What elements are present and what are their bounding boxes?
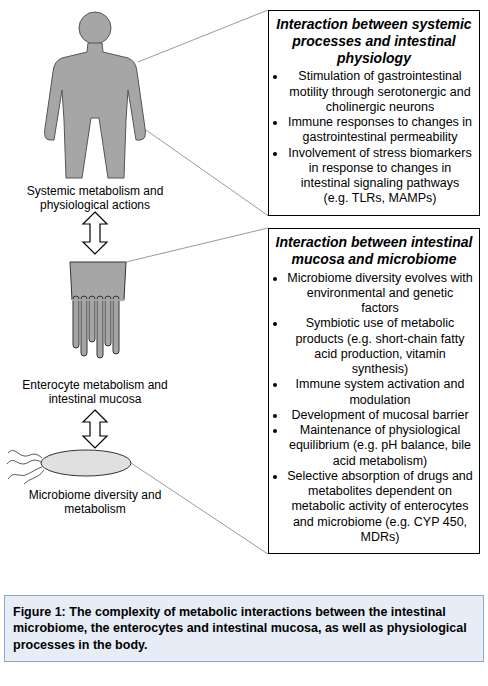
bullet-item: Immune responses to changes in gastroint… (287, 115, 473, 146)
double-arrow (83, 410, 107, 448)
intestine-illustration (70, 262, 126, 358)
bullet-item: Development of mucosal barrier (287, 408, 473, 423)
leader-line (138, 10, 268, 62)
bullet-item: Stimulation of gastrointestinal motility… (287, 69, 473, 115)
double-arrow (83, 212, 107, 254)
bullet-item: Immune system activation and modulation (287, 377, 473, 408)
text-box: Interaction between intestinal mucosa an… (268, 228, 480, 554)
leader-line (146, 130, 268, 216)
bullet-item: Maintenance of physiological equilibrium… (287, 423, 473, 469)
bullet-item: Selective absorption of drugs and metabo… (287, 469, 473, 545)
box-heading: Interaction between intestinal mucosa an… (275, 234, 473, 268)
part-label: Enterocyte metabolism and intestinal muc… (15, 378, 175, 407)
figure-caption: Figure 1: The complexity of metabolic in… (4, 595, 484, 662)
bullet-item: Involvement of stress biomarkers in resp… (287, 146, 473, 207)
leader-line (126, 228, 268, 262)
leader-line (131, 463, 268, 554)
box-heading: Interaction between systemic processes a… (275, 16, 473, 66)
bullet-item: Microbiome diversity evolves with enviro… (287, 271, 473, 317)
part-label: Microbiome diversity and metabolism (15, 488, 175, 517)
human-figure (45, 12, 146, 178)
bullet-item: Symbiotic use of metabolic products (e.g… (287, 316, 473, 377)
text-box: Interaction between systemic processes a… (268, 10, 480, 216)
microbe-illustration (7, 450, 131, 484)
bullet-list: Microbiome diversity evolves with enviro… (275, 271, 473, 546)
bullet-list: Stimulation of gastrointestinal motility… (275, 69, 473, 206)
part-label: Systemic metabolism and physiological ac… (15, 184, 175, 213)
